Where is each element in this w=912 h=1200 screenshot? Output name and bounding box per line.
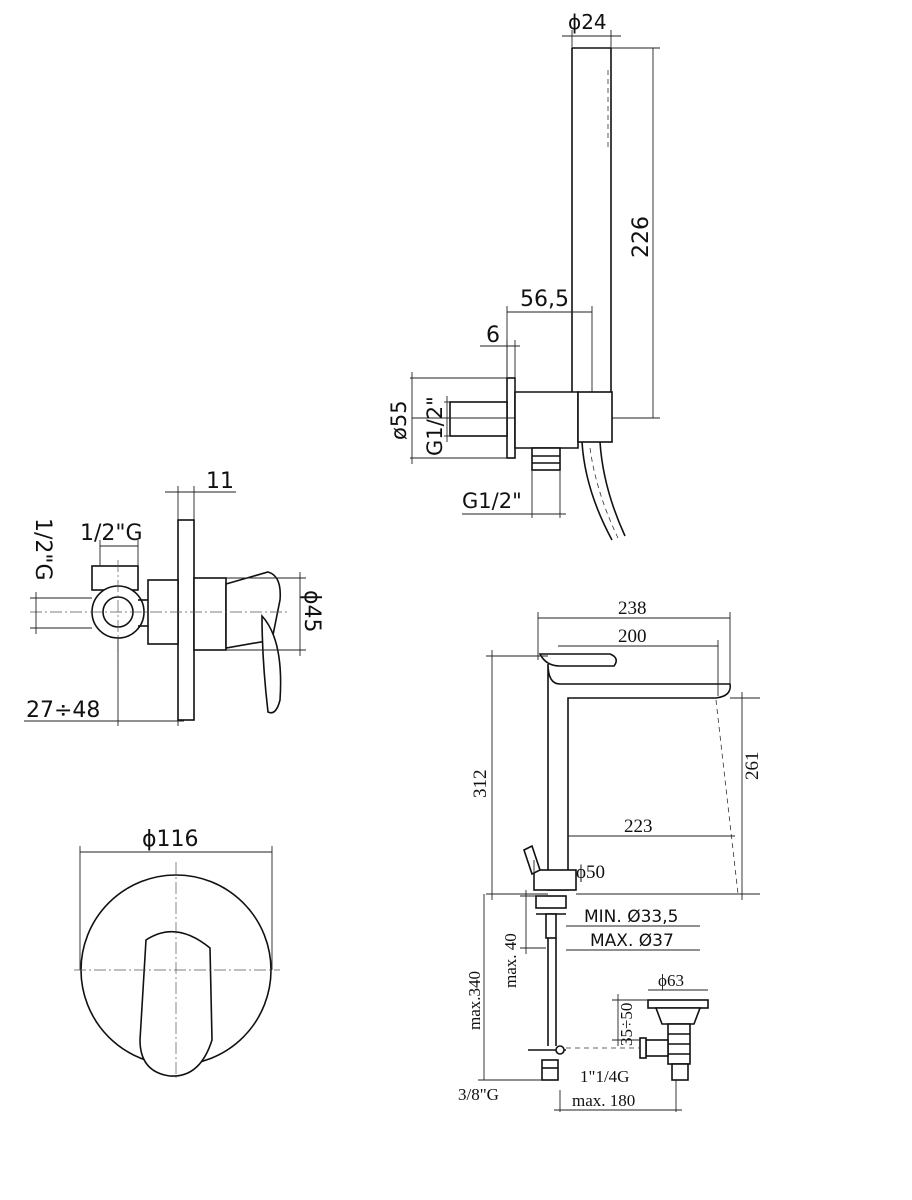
dim-waste-range: 35÷50 — [617, 1003, 636, 1046]
thread-waste: 1"1/4G — [580, 1067, 629, 1086]
dim-handshower-diameter: ϕ24 — [568, 10, 607, 34]
dim-installation-depth: 27÷48 — [26, 698, 100, 723]
wall-outlet — [412, 377, 626, 541]
thread-bottom-outlet: G1/2" — [462, 489, 522, 513]
dim-cover-depth: 11 — [206, 469, 234, 494]
dim-waste-diameter: ϕ63 — [658, 971, 684, 990]
dim-handshower-height: 226 — [629, 216, 654, 258]
dim-clearance: 223 — [624, 816, 653, 837]
dim-spout-height: 261 — [742, 752, 763, 781]
dim-total-height: 312 — [470, 770, 491, 799]
dim-outlet-offset: 56,5 — [520, 287, 569, 312]
dim-wall-plate-diameter: ø55 — [387, 400, 411, 440]
thread-top-inlet: 1/2"G — [80, 521, 143, 546]
dim-max-hose: max.340 — [465, 971, 484, 1030]
thread-supply: 3/8"G — [458, 1085, 499, 1104]
dim-plate-thickness: 6 — [486, 323, 500, 348]
waste-valve — [566, 999, 709, 1081]
dim-base-diameter: ϕ50 — [576, 862, 605, 883]
handshower — [562, 30, 621, 392]
dim-max-distance: max. 180 — [572, 1091, 635, 1110]
shower-set-view: ϕ24 226 56,5 6 — [387, 10, 660, 541]
hole-max-diameter: MAX. Ø37 — [590, 931, 674, 951]
dim-body-diameter: ϕ45 — [299, 590, 324, 633]
dim-total-length: 238 — [618, 598, 647, 619]
hole-min-diameter: MIN. Ø33,5 — [584, 907, 678, 927]
basin-mixer-view: 238 200 312 261 223 ϕ50 MIN. — [458, 598, 763, 1112]
dim-spout-length: 200 — [618, 626, 647, 647]
mixer-side-view: 11 1/2"G 1/2"G ϕ45 27÷48 — [24, 469, 324, 726]
thread-wall-outlet: G1/2" — [423, 396, 447, 456]
thread-side-inlet: 1/2"G — [30, 518, 55, 581]
dim-max-deck: max. 40 — [501, 933, 520, 988]
dim-cover-plate-diameter: ϕ116 — [142, 827, 199, 852]
mixer-front-view: ϕ116 — [74, 827, 280, 1078]
